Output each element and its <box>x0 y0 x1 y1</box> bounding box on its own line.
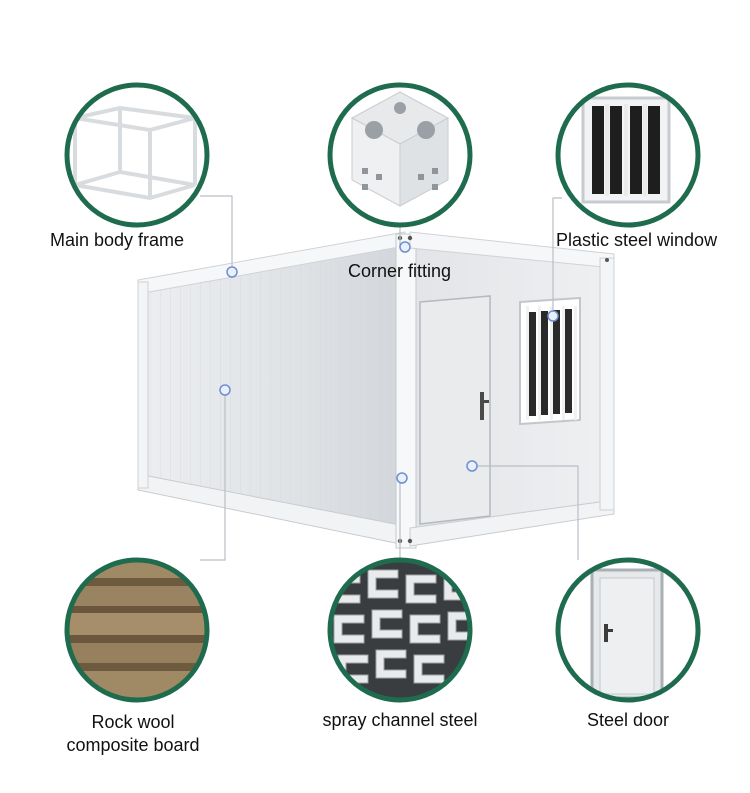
plastic-steel-window-callout <box>555 82 701 228</box>
spray-channel-steel-callout <box>327 557 473 703</box>
rock-wool-callout <box>64 557 210 703</box>
corner-fitting-callout <box>327 82 473 228</box>
label-plastic-steel-window: Plastic steel window <box>556 230 718 250</box>
label-rock-wool-line1: Rock wool <box>91 712 175 732</box>
steel-door-callout <box>555 557 701 703</box>
label-steel-door: Steel door <box>586 710 670 730</box>
label-main-body-frame: Main body frame <box>50 230 185 250</box>
label-rock-wool-line2: composite board <box>66 735 200 755</box>
leader-lines <box>200 195 579 561</box>
anchor-dots <box>219 241 559 484</box>
container-door <box>419 295 491 525</box>
label-corner-fitting: Corner fitting <box>348 261 452 281</box>
main-body-frame-callout <box>64 82 210 228</box>
label-spray-channel-steel: spray channel steel <box>322 710 478 730</box>
corner-post <box>395 233 417 549</box>
